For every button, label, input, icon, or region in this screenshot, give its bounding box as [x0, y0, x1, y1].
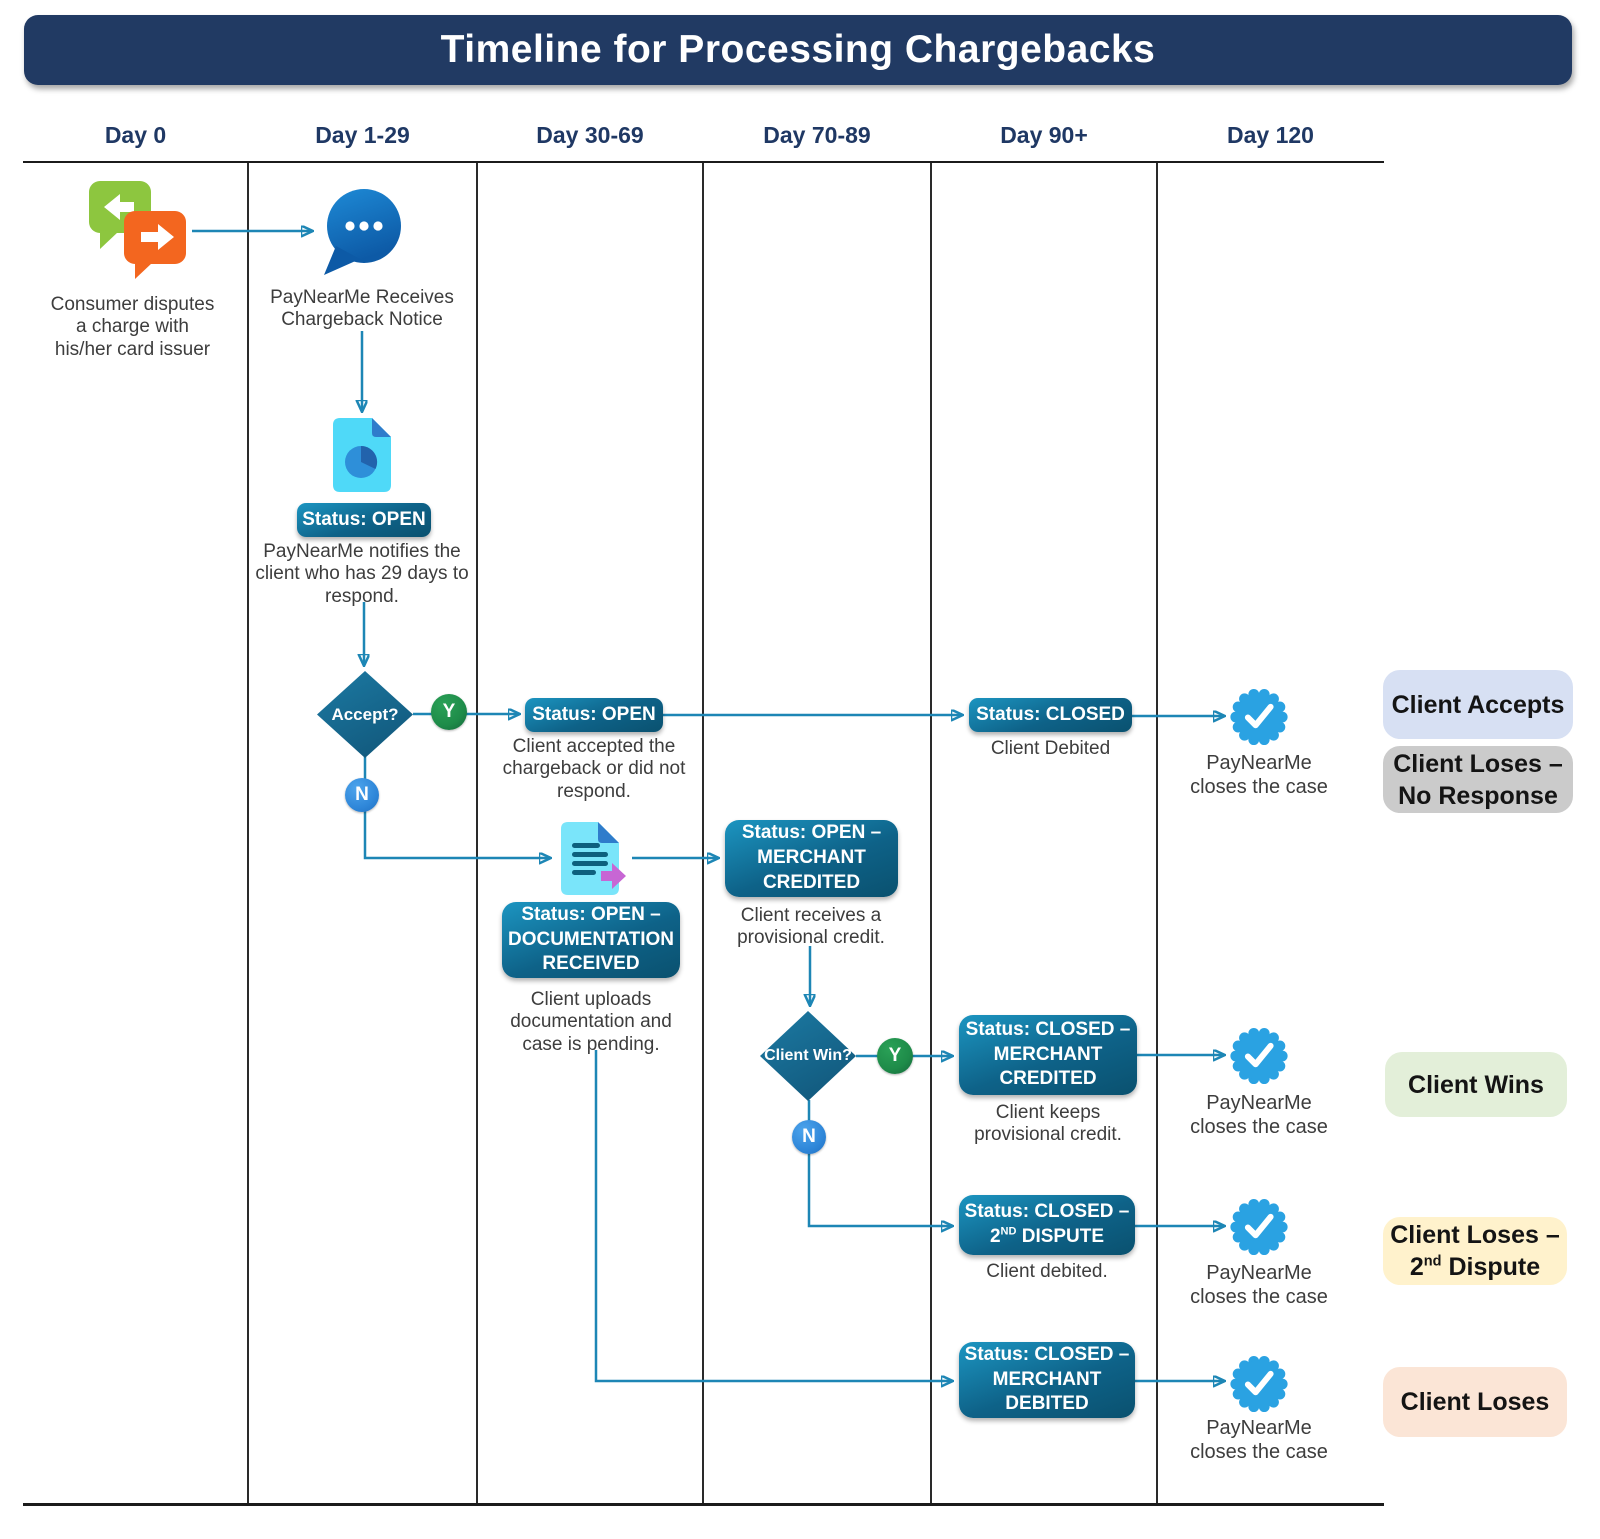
- column-header-day-70-89: Day 70-89: [763, 121, 871, 148]
- caption-close-case: PayNearMe closes the case: [1190, 1092, 1328, 1138]
- status-box-open-merchant-credited: Status: OPEN – MERCHANT CREDITED: [725, 820, 898, 897]
- column-divider: [1156, 163, 1158, 1503]
- status-box-open-accepted: Status: OPEN: [525, 698, 663, 732]
- accept-decision-diamond: Accept?: [317, 671, 413, 758]
- caption-chargeback-notice: PayNearMe Receives Chargeback Notice: [270, 287, 454, 331]
- caption-consumer-dispute: Consumer disputes a charge with his/her …: [50, 294, 215, 360]
- outcome-client-wins: Client Wins: [1385, 1052, 1567, 1117]
- caption-client-uploads: Client uploads documentation and case is…: [510, 989, 672, 1055]
- timeline-top-rule: [23, 161, 1384, 163]
- column-header-day-1-29: Day 1-29: [315, 121, 410, 148]
- column-header-day-90: Day 90+: [1000, 121, 1088, 148]
- verified-badge-icon: [1230, 1198, 1288, 1261]
- column-header-day-30-69: Day 30-69: [536, 121, 644, 148]
- outcome-client-loses-no-response: Client Loses – No Response: [1383, 746, 1573, 813]
- verified-badge-icon: [1230, 1027, 1288, 1090]
- column-divider: [930, 163, 932, 1503]
- caption-keeps-credit: Client keeps provisional credit.: [974, 1102, 1122, 1146]
- status-box-open-documentation-received: Status: OPEN – DOCUMENTATION RECEIVED: [502, 902, 680, 978]
- column-header-day-0: Day 0: [104, 121, 167, 148]
- caption-provisional-credit: Client receives a provisional credit.: [737, 905, 885, 949]
- column-divider: [247, 163, 249, 1503]
- status-box-closed-merchant-credited: Status: CLOSED – MERCHANT CREDITED: [959, 1015, 1137, 1095]
- verified-badge-icon: [1230, 688, 1288, 751]
- outcome-client-accepts: Client Accepts: [1383, 670, 1573, 739]
- column-header-day-120: Day 120: [1227, 121, 1314, 148]
- chat-dispute-icon: [88, 180, 188, 285]
- report-document-icon: [332, 417, 392, 498]
- column-divider: [476, 163, 478, 1503]
- outcome-client-loses: Client Loses: [1383, 1367, 1567, 1437]
- win-no-indicator: N: [792, 1120, 826, 1154]
- caption-notify-client: PayNearMe notifies the client who has 29…: [255, 541, 469, 607]
- caption-close-case: PayNearMe closes the case: [1190, 752, 1328, 798]
- timeline-bottom-rule: [23, 1503, 1384, 1506]
- client-win-decision-diamond: Client Win?: [760, 1011, 856, 1101]
- connector-documentation-to-merchant-debited: [594, 1050, 952, 1381]
- win-yes-indicator: Y: [877, 1038, 913, 1074]
- caption-client-accepted: Client accepted the chargeback or did no…: [502, 736, 686, 802]
- outcome-client-loses-2nd-dispute: Client Loses – 2nd Dispute: [1383, 1217, 1567, 1285]
- status-box-closed-debited: Status: CLOSED: [969, 698, 1132, 732]
- caption-client-debited-2: Client debited.: [986, 1261, 1108, 1282]
- decision-question: Accept?: [331, 704, 399, 724]
- verified-badge-icon: [1230, 1355, 1288, 1418]
- caption-close-case: PayNearMe closes the case: [1190, 1262, 1328, 1308]
- caption-client-debited: Client Debited: [990, 738, 1111, 759]
- caption-close-case: PayNearMe closes the case: [1190, 1417, 1328, 1463]
- column-divider: [702, 163, 704, 1503]
- connector-win-no-to-second-dispute: [807, 1100, 952, 1226]
- upload-document-icon: [560, 821, 626, 901]
- status-badge-open-notify: Status: OPEN: [297, 503, 431, 537]
- page-title: Timeline for Processing Chargebacks: [440, 28, 1156, 71]
- status-box-closed-2nd-dispute: Status: CLOSED – 2ND DISPUTE: [959, 1195, 1135, 1255]
- accept-no-indicator: N: [345, 778, 379, 812]
- status-box-closed-merchant-debited: Status: CLOSED – MERCHANT DEBITED: [959, 1342, 1135, 1418]
- decision-question: Client Win?: [764, 1047, 852, 1064]
- accept-yes-indicator: Y: [431, 694, 467, 730]
- chat-ellipsis-icon: [322, 188, 404, 281]
- title-bar: Timeline for Processing Chargebacks: [24, 15, 1572, 85]
